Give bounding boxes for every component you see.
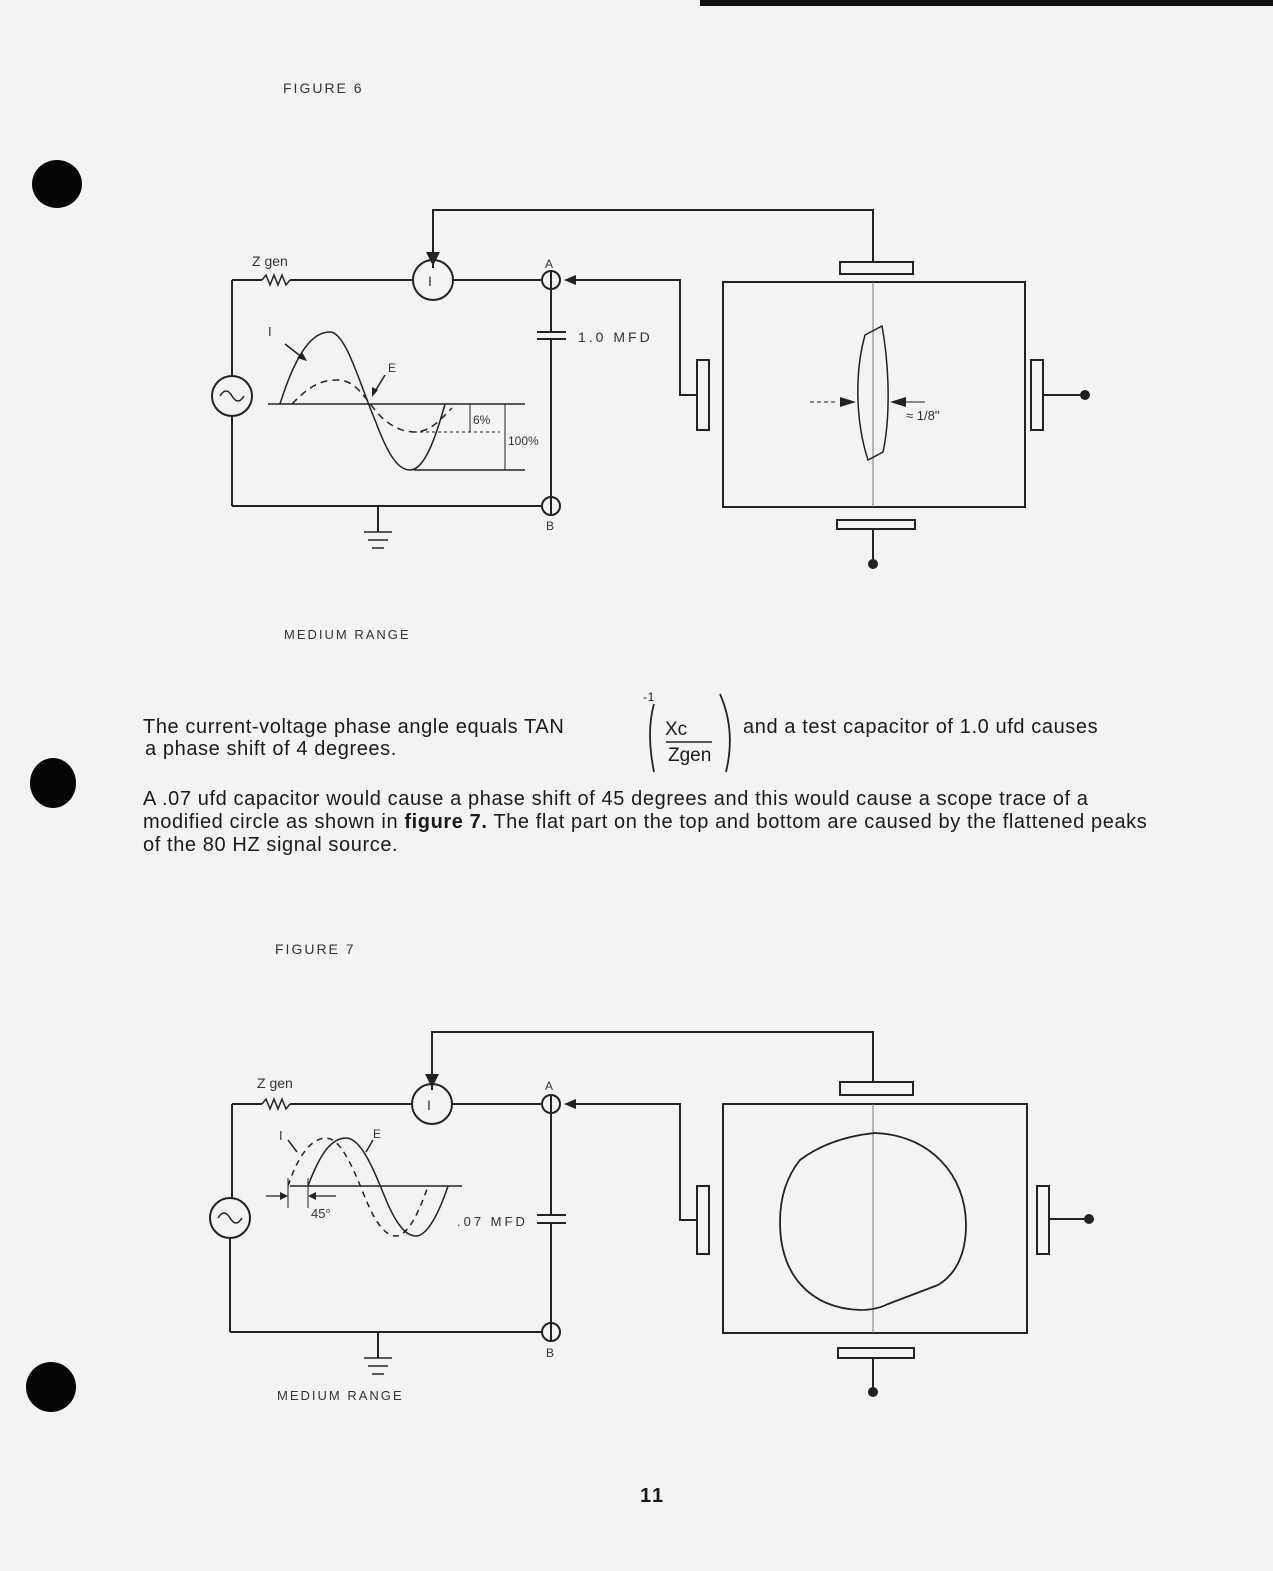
figure-6-diagram: Z gen I A B 1.0 MFD I E 6% 100% ≈ 1/8": [211, 209, 1090, 569]
binder-hole-middle: [30, 758, 76, 808]
tan-superscript: -1: [643, 690, 655, 704]
range-label-fig7: MEDIUM RANGE: [277, 1388, 404, 1403]
i-wave-label-fig7: I: [279, 1128, 283, 1143]
percent-full-fig6: 100%: [508, 434, 539, 448]
meter-label-fig6: I: [428, 273, 432, 289]
meter-label-fig7: I: [427, 1097, 431, 1113]
capacitor-label-fig7: .07 MFD: [457, 1214, 528, 1229]
range-label-fig6: MEDIUM RANGE: [284, 627, 411, 642]
equation-line-right: and a test capacitor of 1.0 ufd causes: [743, 716, 1099, 738]
equation-line-2: a phase shift of 4 degrees.: [145, 738, 397, 760]
node-a-fig6: A: [545, 257, 553, 271]
page-number: 11: [640, 1485, 666, 1507]
trace-width-label-fig6: ≈ 1/8": [906, 408, 940, 423]
top-edge-bar: [700, 0, 1273, 6]
angle-label-fig7: 45°: [311, 1206, 331, 1221]
zgen-label-fig7: Z gen: [257, 1075, 293, 1091]
binder-hole-top: [32, 160, 82, 208]
fraction-denominator: Zgen: [668, 745, 712, 766]
node-a-fig7: A: [545, 1079, 553, 1093]
figure-7-reference: figure 7.: [404, 811, 488, 833]
e-wave-label-fig7: E: [373, 1127, 381, 1141]
binder-hole-bottom: [26, 1362, 76, 1412]
explanation-paragraph: A .07 ufd capacitor would cause a phase …: [143, 788, 1171, 857]
figure-7-diagram: Z gen I A B .07 MFD I E 45°: [209, 1031, 1094, 1397]
paragraph-text-2: The flat part on the top and bottom are …: [143, 811, 1148, 856]
capacitor-label-fig6: 1.0 MFD: [578, 329, 653, 345]
node-b-fig7: B: [546, 1346, 554, 1360]
e-wave-label-fig6: E: [388, 361, 396, 375]
figure-7-label: FIGURE 7: [275, 941, 356, 957]
i-wave-label-fig6: I: [268, 324, 272, 339]
equation-line-left: The current-voltage phase angle equals T…: [143, 716, 565, 738]
fraction-numerator: Xc: [665, 719, 688, 740]
percent-small-fig6: 6%: [473, 413, 491, 427]
fraction-brackets: [649, 693, 731, 773]
paragraph-text-1: A .07 ufd capacitor would cause a phase …: [143, 788, 1089, 833]
node-b-fig6: B: [546, 519, 554, 533]
figure-6-label: FIGURE 6: [283, 80, 364, 96]
zgen-label-fig6: Z gen: [252, 253, 288, 269]
